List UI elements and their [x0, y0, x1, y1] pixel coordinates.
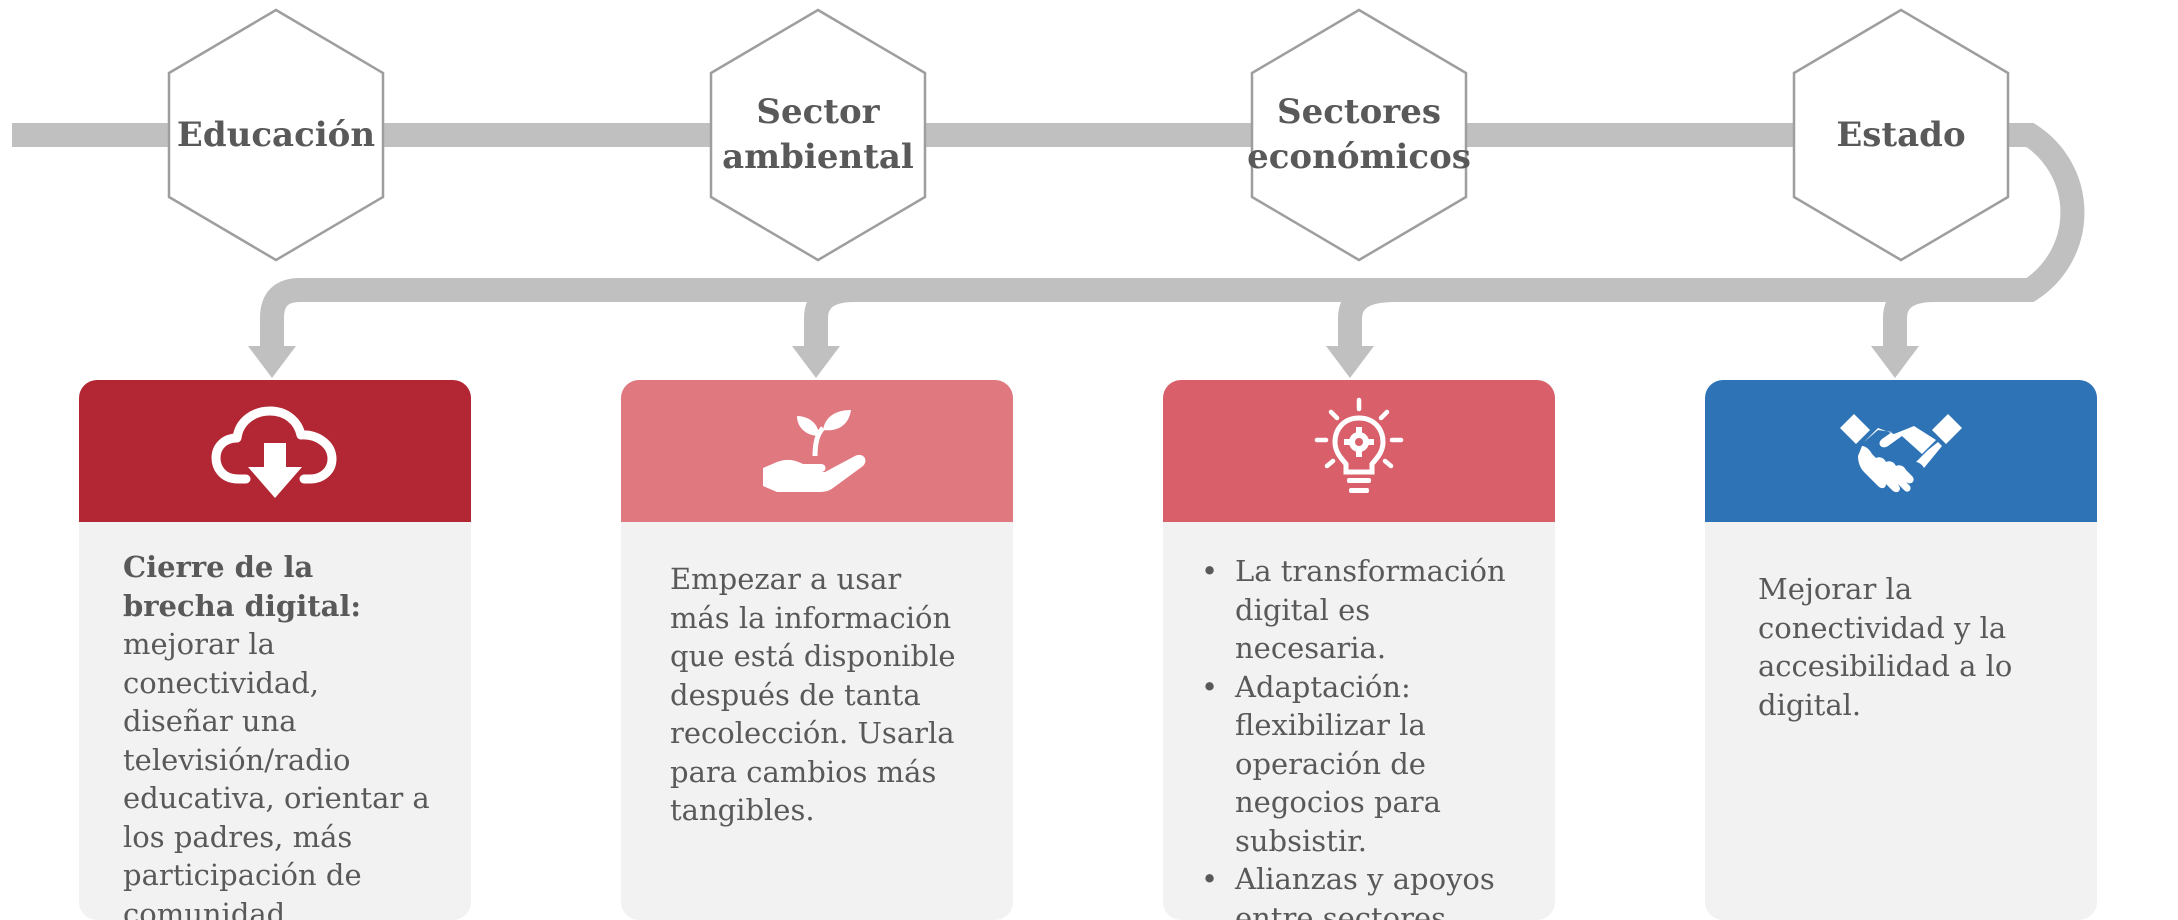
card-educacion: Cierre de la brecha digital: mejorar la …: [79, 380, 471, 920]
hexagon-label: Sectores económicos: [1247, 92, 1471, 177]
card-text: mejorar la conectividad, diseñar una tel…: [123, 627, 430, 920]
card-sectores-economicos: La transformación digital es necesaria. …: [1163, 380, 1555, 920]
card-header: [79, 380, 471, 522]
hexagon-sector-ambiental: Sector ambiental: [709, 8, 927, 262]
arrowhead-4: [1871, 346, 1919, 378]
cloud-download-icon: [211, 406, 337, 498]
handshake-icon: [1840, 414, 1962, 493]
card-header: [1705, 380, 2097, 522]
drop-branch-2: [804, 278, 856, 346]
hexagon-label: Estado: [1836, 114, 1966, 155]
drop-branch-3: [1338, 278, 1396, 346]
lightbulb-gear-icon: [1314, 397, 1404, 493]
card-text: Empezar a usar más la información que es…: [670, 562, 956, 827]
hexagon-educacion: Educación: [167, 8, 385, 262]
card-bold-prefix: Cierre de la brecha digital:: [123, 550, 362, 623]
card-body: Empezar a usar más la información que es…: [621, 522, 1013, 830]
list-item: La transformación digital es necesaria.: [1197, 552, 1525, 668]
hexagon-label: Educación: [176, 114, 376, 155]
list-item: Alianzas y apoyos entre sectores: [1197, 860, 1525, 920]
bullet-list: La transformación digital es necesaria. …: [1197, 552, 1525, 920]
hexagon-estado: Estado: [1792, 8, 2010, 262]
top-line: [12, 123, 2085, 346]
hexagon-label: Sector ambiental: [722, 92, 914, 177]
card-body: Mejorar la conectividad y la accesibilid…: [1705, 522, 2097, 724]
card-sector-ambiental: Empezar a usar más la información que es…: [621, 380, 1013, 920]
card-text: Mejorar la conectividad y la accesibilid…: [1758, 572, 2013, 722]
hexagon-sectores-economicos: Sectores económicos: [1247, 8, 1471, 262]
card-header: [621, 380, 1013, 522]
arrowhead-2: [792, 346, 840, 378]
hand-plant-icon: [763, 410, 866, 492]
list-item: Adaptación: flexibilizar la operación de…: [1197, 668, 1525, 861]
drop-branch-4: [1883, 278, 1936, 346]
card-header: [1163, 380, 1555, 522]
card-body: Cierre de la brecha digital: mejorar la …: [79, 522, 471, 920]
arrowhead-3: [1326, 346, 1374, 378]
arrowhead-1: [248, 346, 296, 378]
card-body: La transformación digital es necesaria. …: [1163, 522, 1555, 920]
card-estado: Mejorar la conectividad y la accesibilid…: [1705, 380, 2097, 920]
